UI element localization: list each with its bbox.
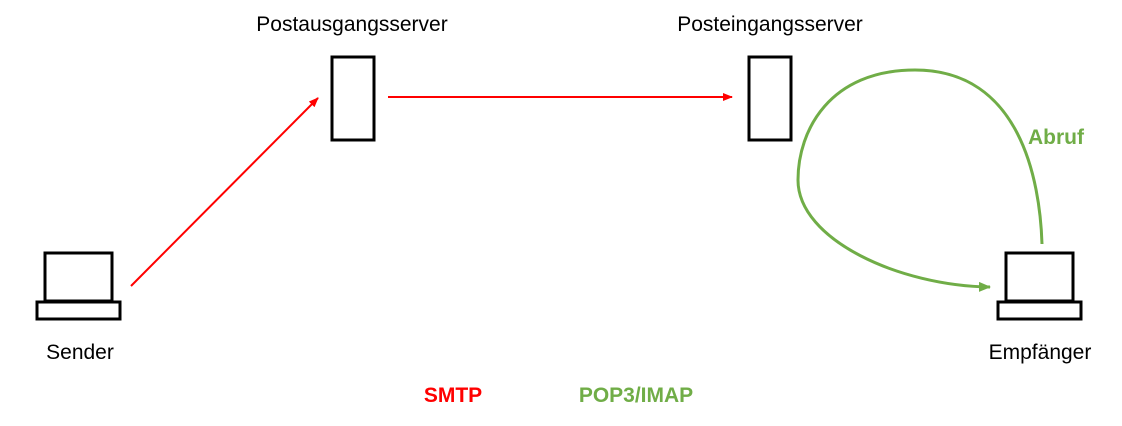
receiver-laptop-icon: [996, 251, 1083, 321]
incoming-server-label: Posteingangsserver: [677, 13, 863, 36]
outgoing-server-label: Postausgangsserver: [256, 13, 448, 36]
incoming-server-icon: [747, 55, 793, 142]
legend-smtp-label: SMTP: [423, 384, 483, 407]
sender-laptop-icon: [35, 251, 122, 321]
receiver-label: Empfänger: [988, 341, 1092, 364]
sender-label: Sender: [46, 341, 114, 364]
fetch-label: Abruf: [1028, 126, 1084, 149]
legend-pop3-imap-label: POP3/IMAP: [578, 384, 694, 407]
outgoing-server-icon: [330, 55, 376, 142]
smtp-arrow-sender-to-outgoing: [130, 97, 319, 287]
fetch-loop-arrow: [796, 68, 1044, 292]
